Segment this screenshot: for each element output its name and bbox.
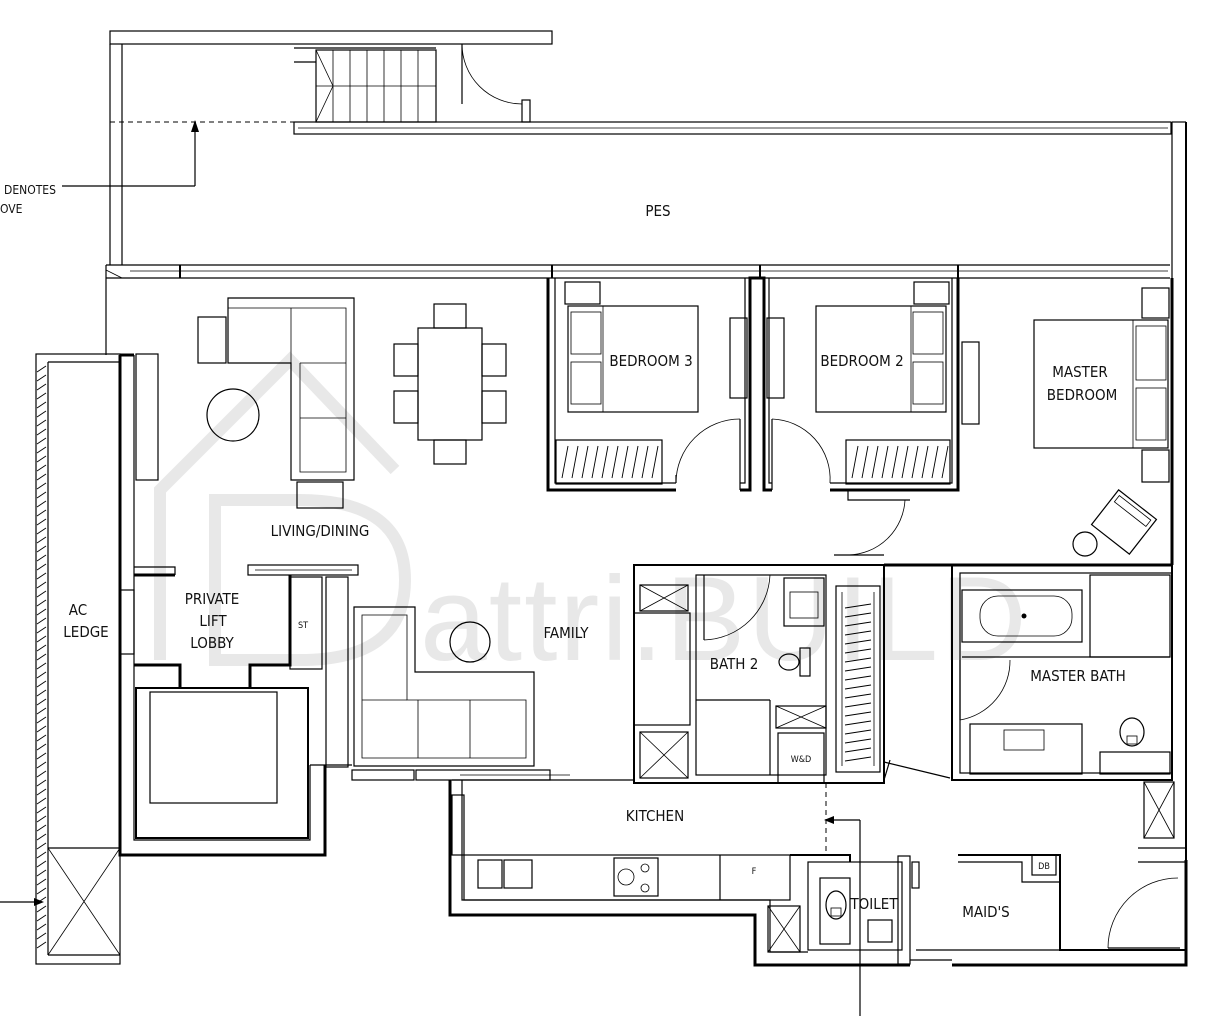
dashed-line-annotation: DENOTES OVE [0,120,199,216]
room-label-master-line2: BEDROOM [1047,386,1117,404]
staircase [294,47,437,123]
room-label-ac-line2: LEDGE [63,623,108,641]
room-label-bedroom-3: BEDROOM 3 [609,352,692,370]
room-label-living-dining: LIVING/DINING [271,522,370,540]
bath-2: W&D BATH 2 [633,499,906,784]
maid-toilet: TOILET [790,854,920,965]
room-label-family: FAMILY [544,624,590,642]
upper-roof [109,30,1187,860]
bedroom-walls [546,276,1174,565]
room-label-lobby-line3: LOBBY [190,634,234,652]
room-label-wd: W&D [791,755,812,765]
master-bedroom: MASTER BEDROOM [961,287,1170,557]
bottom-leader-arrow [824,816,834,824]
kitchen: KITCHEN F [451,779,884,953]
fridge-label: F [752,867,757,877]
room-label-ac-line1: AC [69,601,87,619]
room-label-master-bath: MASTER BATH [1030,667,1126,685]
room-label-store: ST [298,621,308,631]
room-label-pes: PES [645,202,670,220]
roof-door [461,43,531,123]
room-label-master-line1: MASTER [1052,363,1108,381]
sliding-glazing [105,264,1170,355]
room-label-kitchen: KITCHEN [626,807,684,825]
bedroom-2: BEDROOM 2 [766,281,951,490]
private-lift-lobby: ST PRIVATE LIFT LOBBY [119,564,359,839]
db-label: DB [1038,862,1050,872]
annotation-text-line2: OVE [0,202,23,216]
room-label-maids: MAID'S [962,903,1010,921]
room-label-bath-2: BATH 2 [710,655,759,673]
wardrobe-hatch [561,445,949,762]
room-label-lobby-line2: LIFT [199,612,227,630]
maids-room: DB MAID'S [916,781,1186,951]
room-label-lobby-line1: PRIVATE [185,590,240,608]
ac-ledge: AC LEDGE [35,353,121,965]
watermark-text: attri.BUILD [420,552,1029,686]
annotation-text-line1: DENOTES [4,183,56,197]
ac-ledge-hatch [36,365,47,949]
room-label-bedroom-2: BEDROOM 2 [820,352,903,370]
family-area: FAMILY [310,576,590,781]
watermark-logo-d [209,494,412,666]
room-label-toilet: TOILET [849,895,898,913]
living-dining: LIVING/DINING [135,297,507,540]
watermark: attri.BUILD [154,351,1029,686]
master-bath: MASTER BATH [883,563,1173,781]
bedroom-3: BEDROOM 3 [555,281,748,490]
